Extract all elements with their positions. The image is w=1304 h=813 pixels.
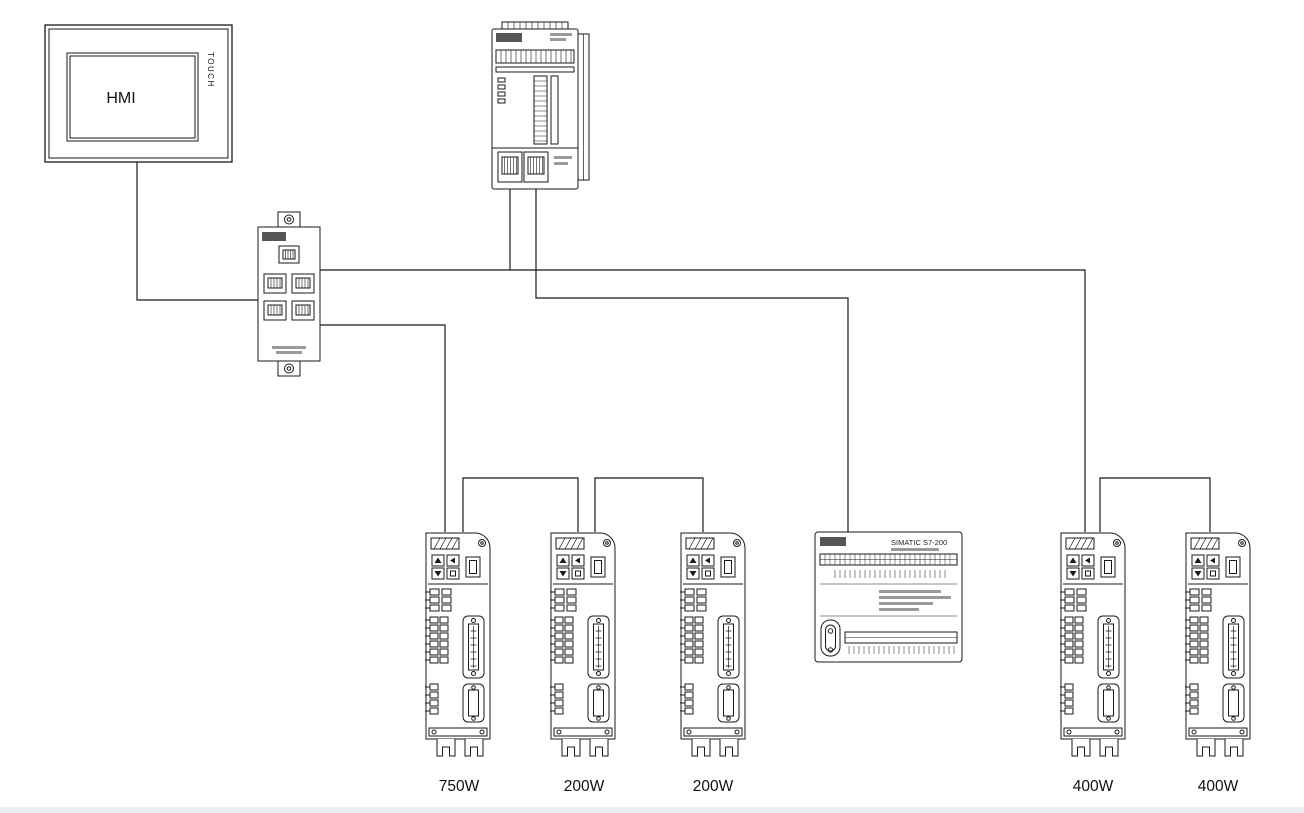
drive-label-3: 200W [693,778,734,795]
bottom-edge-strip [0,807,1304,813]
plc-brand-block [496,33,522,42]
hmi-touch-label: TOUCH [206,52,215,88]
drive-label-2: 200W [564,778,605,795]
module-title: SIMATIC S7-200 [891,538,947,547]
wire-hmi-to-switch [136,162,258,301]
wire-drive2-to-drive3 [594,477,704,532]
servo-drive-5 [1184,532,1251,757]
wire-drive1-to-drive2 [462,477,579,532]
servo-drive-1 [424,532,491,757]
servo-drive-4 [1059,532,1126,757]
dsub-connector [820,619,841,657]
switch-port-uplink [278,245,300,264]
switch-brand-block [262,232,286,241]
ethernet-switch [257,211,321,377]
plc-expansion-module: SIMATIC S7-200 [814,531,963,663]
hmi-label: HMI [106,90,135,107]
wire-drive4-to-drive5 [1099,477,1211,532]
hmi-panel: HMI TOUCH [44,24,233,163]
drive-label-1: 750W [439,778,480,795]
plc-controller [491,21,590,190]
plc-ethernet-port-1 [497,151,523,183]
servo-drive-2 [549,532,616,757]
drive-label-4: 400W [1073,778,1114,795]
drive-label-5: 400W [1198,778,1239,795]
hmi-screen [66,52,199,142]
plc-ethernet-port-2 [523,151,549,183]
wire-switch-to-drive4 [320,269,1086,532]
wire-switch-to-drive1 [320,324,446,532]
wire-plc-to-expansion [535,182,849,532]
switch-port-3 [263,300,287,321]
servo-drive-3 [679,532,746,757]
switch-port-2 [291,273,315,294]
module-brand-block [820,537,846,546]
network-wires [136,162,1211,532]
switch-port-1 [263,273,287,294]
switch-port-4 [291,300,315,321]
